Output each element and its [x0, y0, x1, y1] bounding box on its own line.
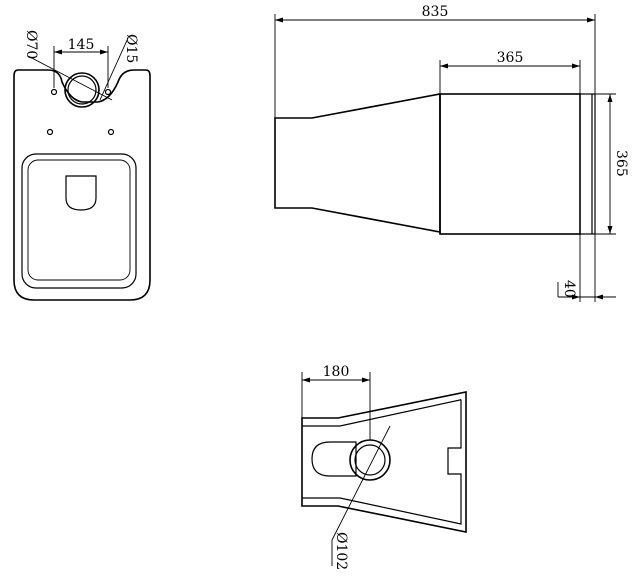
- leader-line: [99, 37, 129, 101]
- leader-line: [331, 425, 391, 541]
- tank-body: [439, 93, 581, 235]
- arrow: [440, 63, 448, 69]
- inlet-hole-inner: [67, 75, 97, 105]
- top-view: 145 Ø70 Ø15: [13, 30, 151, 301]
- arrow: [595, 294, 603, 300]
- base-outline: [301, 391, 467, 533]
- pan-outline: [274, 93, 441, 233]
- arrow: [607, 226, 613, 234]
- fixing-hole: [104, 88, 112, 96]
- arrow: [572, 63, 580, 69]
- dim-label-835: 835: [422, 4, 449, 20]
- dim-label-dia102: Ø102: [333, 532, 349, 570]
- seat-cutout: [65, 175, 97, 211]
- fixing-hole: [107, 128, 115, 136]
- dim-label-40: 40: [561, 280, 577, 298]
- dim-label-dia70: Ø70: [23, 30, 39, 59]
- dim-label-365-h: 365: [497, 50, 524, 66]
- leader-line: [27, 55, 113, 101]
- arrow: [302, 377, 310, 383]
- fixing-hole: [46, 128, 54, 136]
- arrow: [54, 49, 62, 55]
- arrow: [275, 17, 283, 23]
- dim-label-145: 145: [68, 37, 95, 53]
- bottom-view: 180 Ø102: [301, 364, 467, 570]
- side-view: 835 365 365 40: [274, 4, 629, 302]
- arrow: [362, 377, 370, 383]
- outlet-inner: [354, 444, 386, 476]
- base-inner-contour: [302, 399, 462, 525]
- arrow: [572, 294, 580, 300]
- dim-label-180: 180: [323, 364, 350, 380]
- arrow: [100, 49, 108, 55]
- bowl-inner: [27, 159, 131, 281]
- dim-label-dia15: Ø15: [123, 34, 139, 63]
- dim-label-365-v: 365: [613, 150, 629, 177]
- top-view-outline: [13, 69, 151, 301]
- fixing-hole: [50, 88, 58, 96]
- arrow: [607, 94, 613, 102]
- bowl-outer: [21, 153, 137, 289]
- inlet-hole-outer: [64, 72, 100, 108]
- oval-slot: [311, 441, 357, 477]
- arrow: [587, 17, 595, 23]
